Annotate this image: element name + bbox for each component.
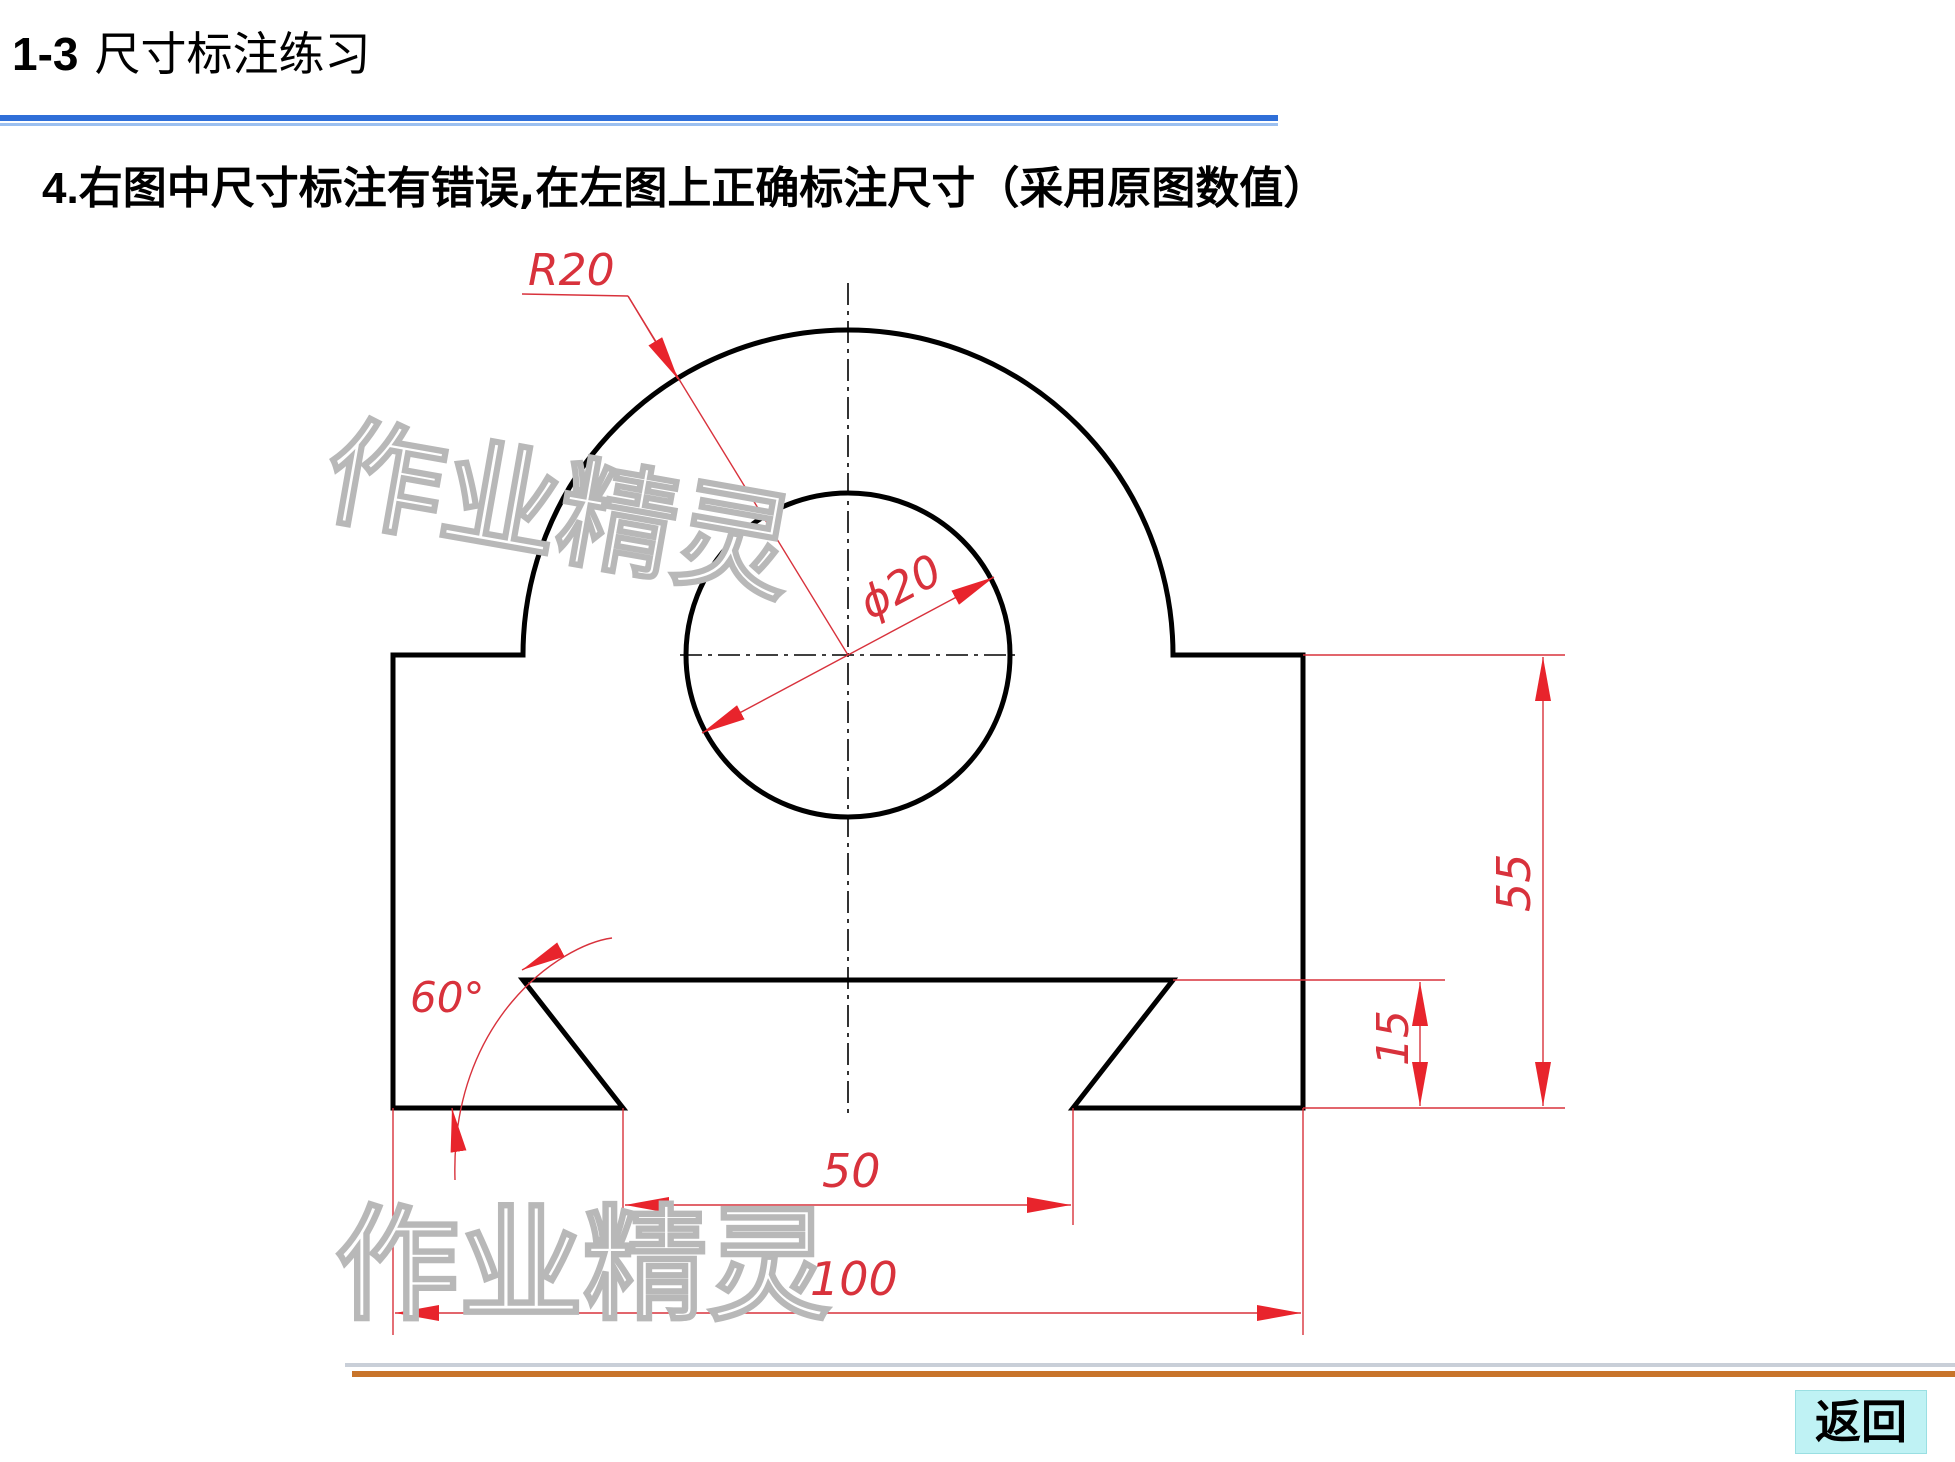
outer-contour [390, 327, 1306, 1111]
slot-width-label: 50 [822, 1144, 881, 1198]
section-number: 1-3 [12, 28, 79, 80]
footer-divider-shadow [345, 1363, 1955, 1367]
radius-label: R20 [528, 245, 615, 296]
height-total-label: 55 [1487, 853, 1541, 912]
part-outline [390, 327, 1306, 1111]
footer-divider [352, 1371, 1955, 1377]
header-divider-shadow [0, 123, 1278, 126]
exercise-number: 4. [42, 164, 79, 213]
dimension-annotations: R20 ϕ20 55 15 60° 50 100 [392, 245, 1565, 1335]
radius-arrow [627, 295, 679, 380]
center-hole [683, 490, 1013, 820]
diameter-dimension-line [701, 576, 995, 734]
angle-label: 60° [410, 973, 484, 1022]
section-title: 尺寸标注练习 [94, 27, 371, 81]
radius-leader-tail [521, 293, 629, 297]
back-button[interactable]: 返回 [1795, 1390, 1927, 1454]
angle-arrow-bottom [450, 1107, 467, 1153]
total-width-label: 100 [810, 1252, 898, 1306]
center-lines [680, 283, 1015, 1118]
page-title: 1-3 尺寸标注练习 [12, 18, 370, 84]
height-slot-label: 15 [1368, 1010, 1419, 1066]
watermark-bottom: 作业精灵 [335, 1194, 831, 1338]
watermark-top: 作业精灵 [315, 402, 804, 620]
exercise-text: 右图中尺寸标注有错误,在左图上正确标注尺寸（采用原图数值） [78, 163, 1328, 214]
header-divider [0, 115, 1278, 121]
exercise-instruction: 4.右图中尺寸标注有错误,在左图上正确标注尺寸（采用原图数值） [42, 152, 1327, 216]
angle-arrow-top [521, 942, 565, 971]
diameter-label: ϕ20 [851, 545, 950, 630]
